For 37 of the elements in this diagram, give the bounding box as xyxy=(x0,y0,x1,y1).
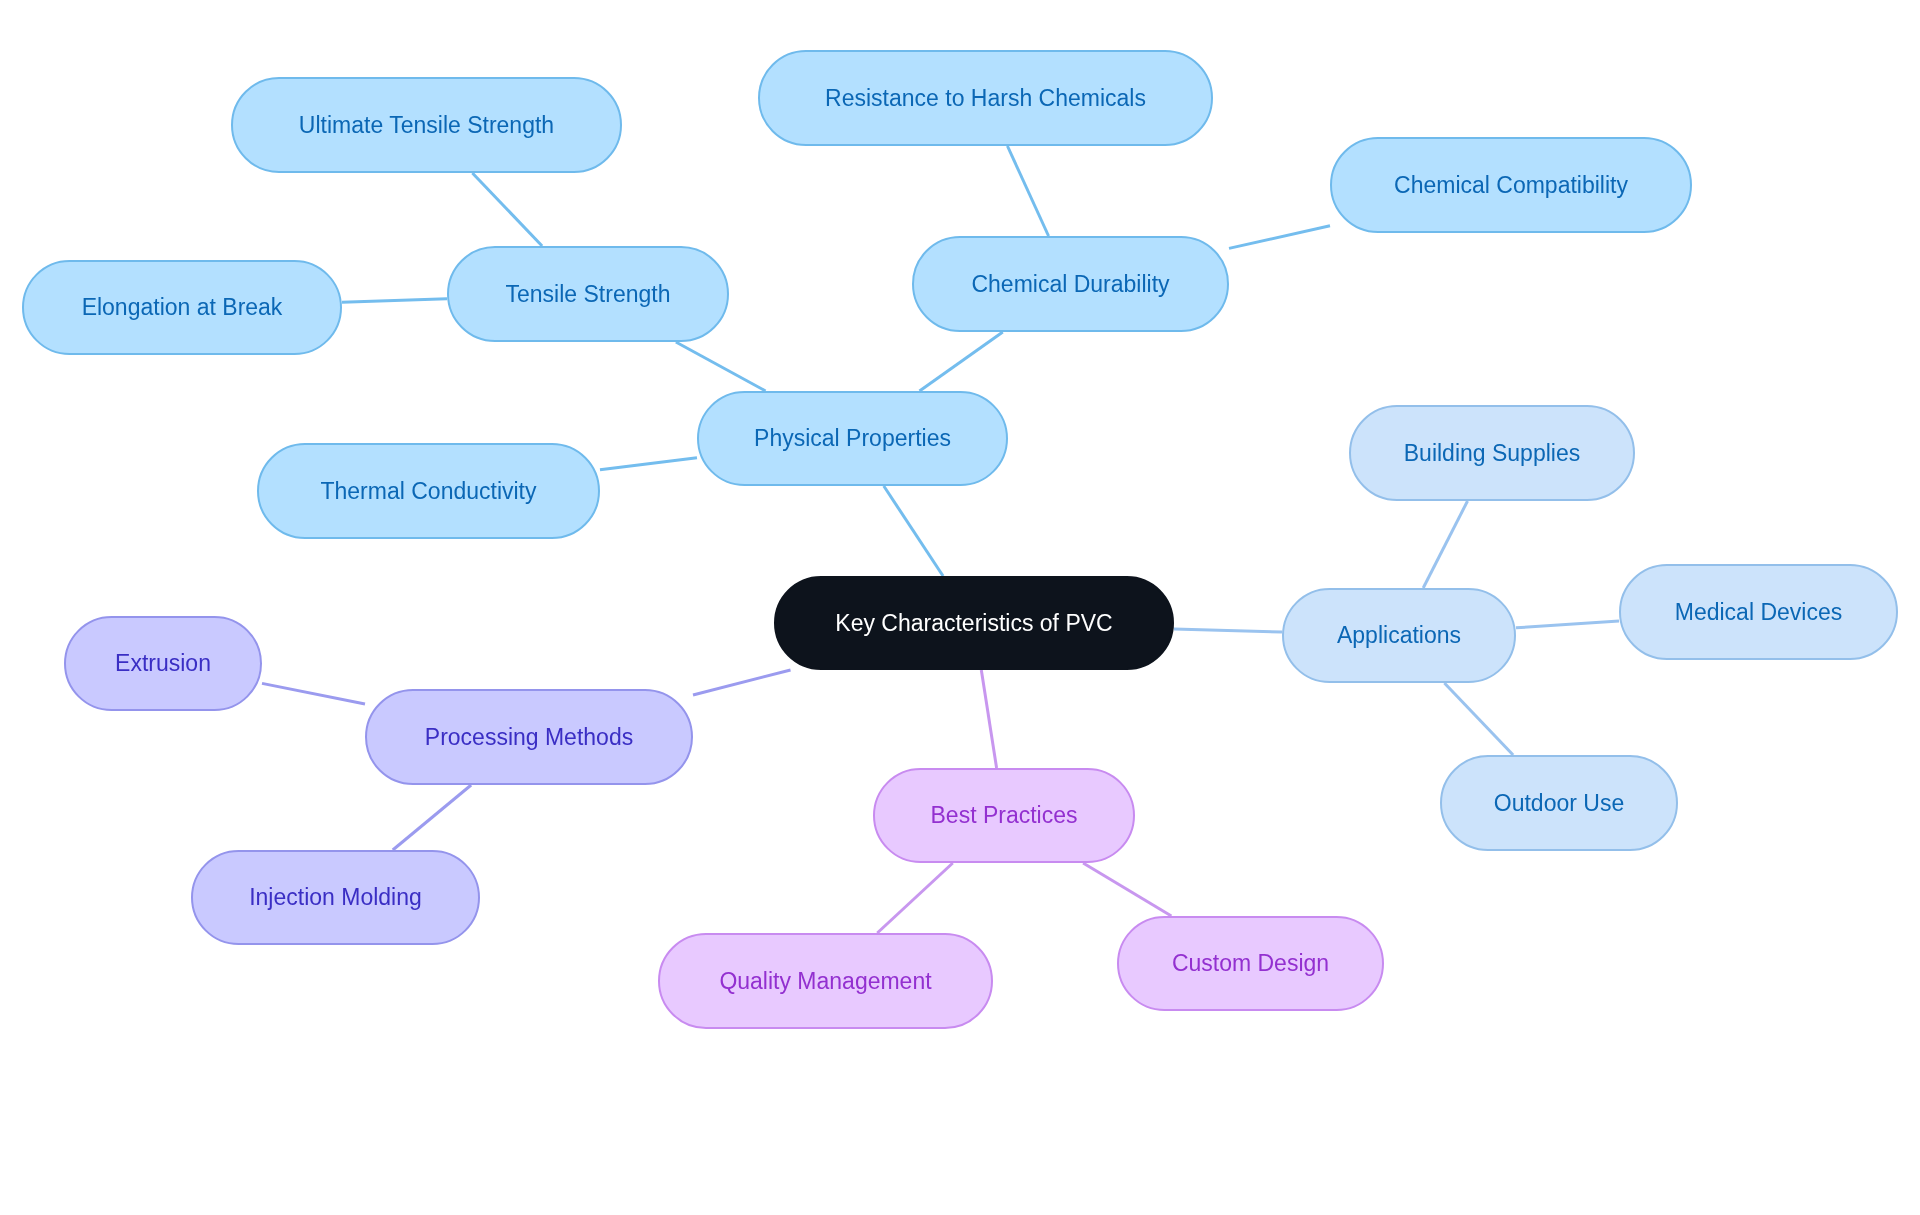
topic-node: Thermal Conductivity xyxy=(257,443,600,539)
connector-line xyxy=(1082,861,1173,918)
topic-node: Elongation at Break xyxy=(22,260,342,355)
connector-line xyxy=(882,485,945,577)
connector-line xyxy=(1228,224,1331,250)
connector-line xyxy=(979,669,999,769)
topic-node: Resistance to Harsh Chemicals xyxy=(758,50,1213,146)
topic-node: Outdoor Use xyxy=(1440,755,1678,851)
topic-node: Ultimate Tensile Strength xyxy=(231,77,622,173)
topic-node: Applications xyxy=(1282,588,1516,683)
topic-node: Chemical Durability xyxy=(912,236,1229,332)
topic-node: Custom Design xyxy=(1117,916,1384,1011)
central-topic: Key Characteristics of PVC xyxy=(774,576,1174,670)
connector-line xyxy=(391,783,473,852)
connector-line xyxy=(1006,145,1050,237)
connector-line xyxy=(471,171,544,248)
connector-line xyxy=(918,330,1004,393)
topic-node: Best Practices xyxy=(873,768,1135,863)
topic-node: Medical Devices xyxy=(1619,564,1898,660)
connector-line xyxy=(1515,619,1620,630)
connector-line xyxy=(261,681,366,706)
connector-line xyxy=(675,340,767,393)
topic-node: Tensile Strength xyxy=(447,246,729,342)
connector-line xyxy=(692,668,791,697)
topic-node: Extrusion xyxy=(64,616,262,711)
connector-line xyxy=(1173,627,1283,634)
topic-node: Chemical Compatibility xyxy=(1330,137,1692,233)
topic-node: Physical Properties xyxy=(697,391,1008,486)
topic-node: Quality Management xyxy=(658,933,993,1029)
topic-node: Processing Methods xyxy=(365,689,693,785)
topic-node: Injection Molding xyxy=(191,850,480,945)
connector-line xyxy=(1443,681,1515,757)
topic-node: Building Supplies xyxy=(1349,405,1635,501)
connector-line xyxy=(599,456,698,472)
connector-line xyxy=(1421,500,1469,589)
connector-line xyxy=(876,861,954,935)
connector-line xyxy=(341,297,448,304)
